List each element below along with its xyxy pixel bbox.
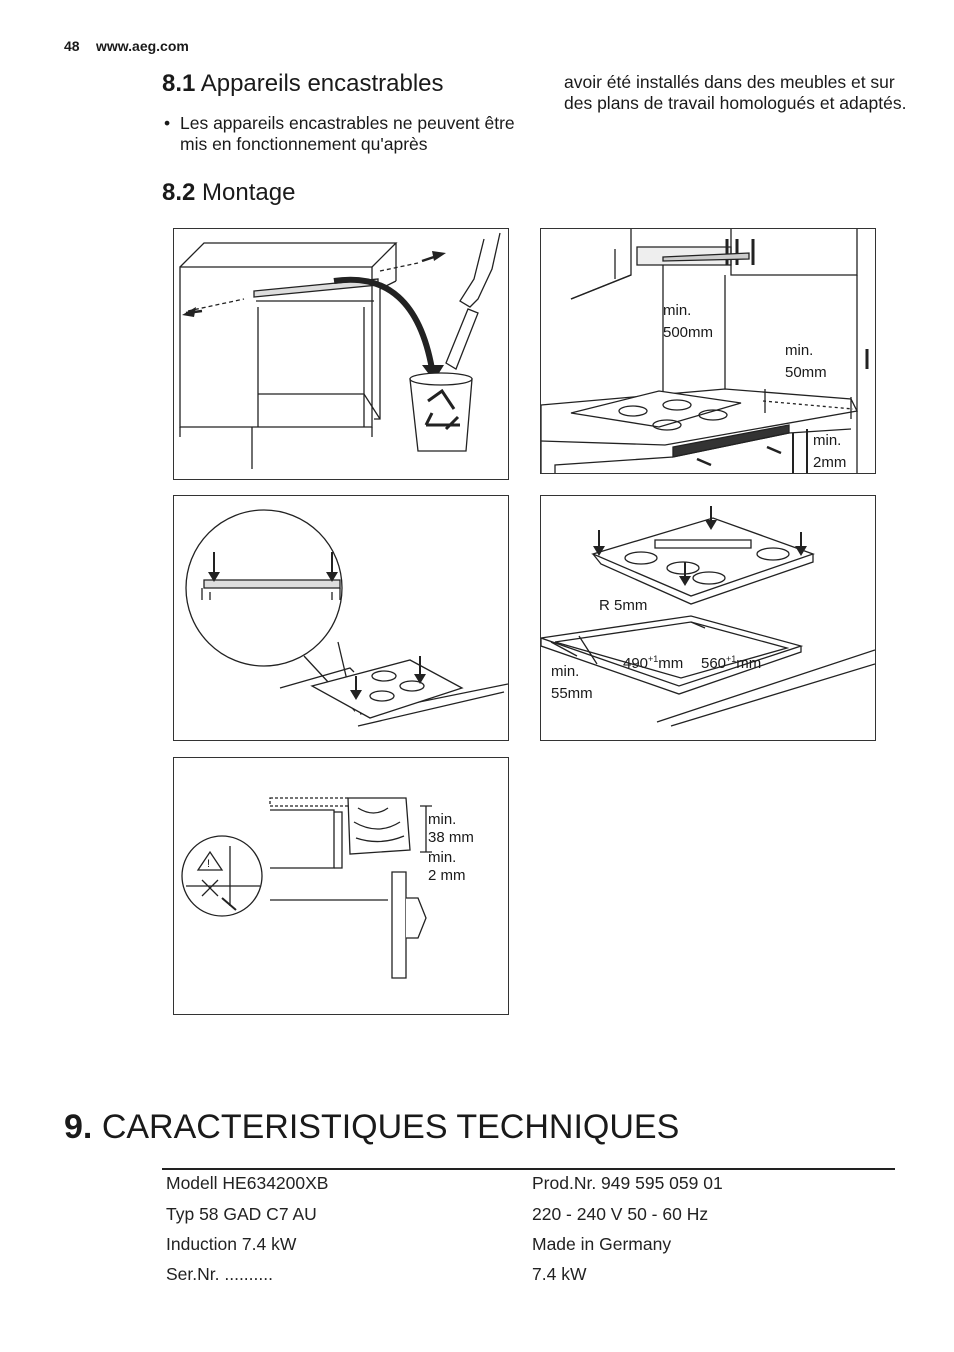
tolerance-490: +1 [648,654,658,664]
label-560mm: 560+1mm [701,654,761,672]
tolerance-560: +1 [726,654,736,664]
spec-model: Modell HE634200XB [166,1173,329,1193]
warning-icon: ! [207,858,210,870]
label-r5mm: R 5mm [599,597,647,614]
unit-560: mm [736,655,761,672]
label-min: min. [813,432,841,449]
spec-origin: Made in Germany [532,1234,672,1254]
figure-clearances: min. 500mm min. 50mm min. 2mm [540,228,876,474]
label-50mm: 50mm [785,364,827,381]
spec-voltage: 220 - 240 V 50 - 60 Hz [532,1204,709,1224]
figure-cabinet-recycle [173,228,509,480]
spec-power: 7.4 kW [532,1264,587,1284]
spec-induction: Induction 7.4 kW [166,1234,297,1254]
spec-serial: Ser.Nr. .......... [166,1264,273,1284]
label-2mm: 2 mm [428,867,466,884]
label-min: min. [428,811,456,828]
page-number: 48 [64,38,80,54]
label-38mm: 38 mm [428,829,474,846]
label-min: min. [551,663,579,680]
table-top-rule [162,1168,895,1170]
section-title: Montage [202,179,296,206]
label-min: min. [785,342,813,359]
section-number: 8.1 [162,70,196,97]
section-number: 9. [64,1108,93,1146]
bullet-text: Les appareils encastrables ne peuvent êt… [180,113,515,154]
figure-cutout-dimensions: R 5mm min. 55mm 490+1mm 560+1mm [540,495,876,741]
page-url: www.aeg.com [96,38,189,54]
section-heading-8-1: 8.1 Appareils encastrables [162,70,444,98]
label-2mm: 2mm [813,454,846,471]
label-min: min. [663,302,691,319]
figure-worktop-thickness: ! min. 38 mm min. 2 mm [173,757,509,1015]
section-title: Appareils encastrables [200,70,444,97]
label-min: min. [428,849,456,866]
section-heading-9: 9. CARACTERISTIQUES TECHNIQUES [64,1108,679,1147]
label-55mm: 55mm [551,685,593,702]
section-title: CARACTERISTIQUES TECHNIQUES [101,1108,680,1146]
figure-seal-detail [173,495,509,741]
unit-490: mm [658,655,683,672]
section-heading-8-2: 8.2 Montage [162,179,295,207]
label-500mm: 500mm [663,324,713,341]
spec-prod-nr: Prod.Nr. 949 595 059 01 [532,1173,723,1193]
spec-type: Typ 58 GAD C7 AU [166,1204,317,1224]
bullet-marker: • [164,113,171,133]
label-490mm: 490+1mm [623,654,683,672]
value-490: 490 [623,655,648,672]
section-number: 8.2 [162,179,196,206]
continued-text: avoir été installés dans des meubles et … [564,72,907,113]
value-560: 560 [701,655,726,672]
